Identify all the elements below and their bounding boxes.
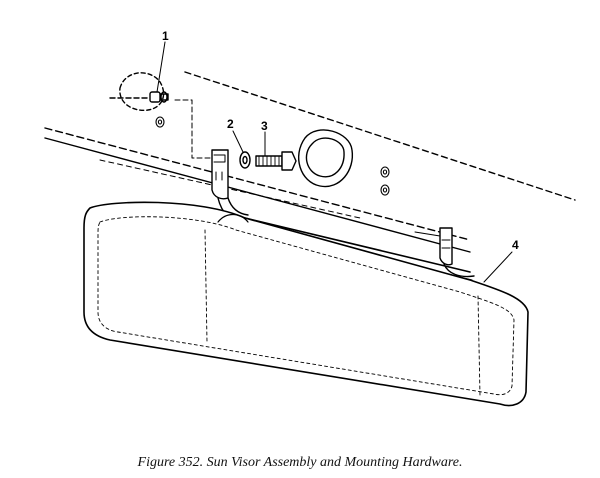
figure-caption: Figure 352. Sun Visor Assembly and Mount… [137, 455, 463, 470]
washer-part [239, 151, 251, 169]
roof-front-line-upper [44, 127, 471, 241]
callout-3: 3 [261, 119, 268, 133]
roof-oval-opening [297, 129, 354, 188]
visor-clip-mount [109, 72, 169, 111]
mounting-hole-left [155, 116, 165, 128]
mounting-holes-right [380, 166, 390, 196]
roof-edge-line [184, 71, 576, 201]
leader-1 [156, 41, 166, 93]
callout-2: 2 [227, 117, 234, 131]
callout-4: 4 [512, 238, 519, 252]
visor-rod [244, 217, 471, 273]
leader-2 [232, 130, 244, 153]
leader-4 [483, 251, 513, 283]
sun-visor-body [83, 201, 529, 407]
assembly-route-line [174, 99, 216, 159]
sun-visor-diagram: 1 2 3 4 [44, 29, 576, 407]
screw-part [255, 151, 297, 171]
roof-front-line-lower [44, 137, 471, 253]
left-pivot-bracket [211, 149, 249, 225]
callout-1: 1 [162, 29, 169, 43]
